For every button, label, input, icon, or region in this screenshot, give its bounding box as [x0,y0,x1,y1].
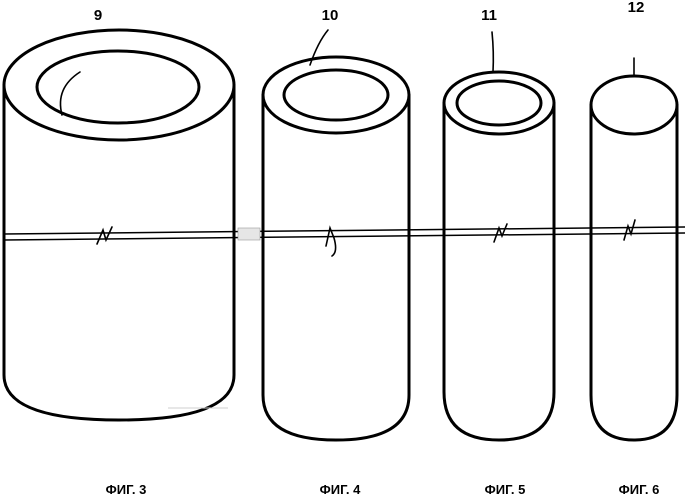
tube-fig3 [4,30,234,420]
tube-fig5-body [444,103,554,440]
caption-fig5: ФИГ. 5 [485,482,526,497]
break-line-joint [238,228,260,240]
tube-fig4-leader [310,30,328,65]
break-mark-fig5 [494,224,507,242]
tube-fig4 [263,30,409,440]
rod-fig6-body [591,105,677,440]
tube-fig3-body [4,85,234,420]
tube-fig4-body [263,95,409,440]
tube-fig5-inner-bore [457,81,541,125]
ref-label-fig6: 12 [628,0,645,16]
ref-label-fig5: 11 [481,7,497,24]
tube-fig4-inner-bore [284,70,388,120]
caption-fig3: ФИГ. 3 [106,482,147,497]
tube-fig3-leader [60,72,80,115]
break-mark-fig3 [97,227,112,244]
ref-label-fig3: 9 [94,7,102,24]
tube-fig5-leader [492,32,493,72]
break-mark-fig4 [326,228,336,256]
rod-fig6-end-face [591,76,677,134]
ref-label-fig4: 10 [322,7,339,24]
caption-fig4: ФИГ. 4 [320,482,361,497]
break-line [4,220,685,256]
caption-fig6: ФИГ. 6 [619,482,660,497]
rod-fig6 [591,58,677,440]
break-mark-fig6 [624,220,635,240]
